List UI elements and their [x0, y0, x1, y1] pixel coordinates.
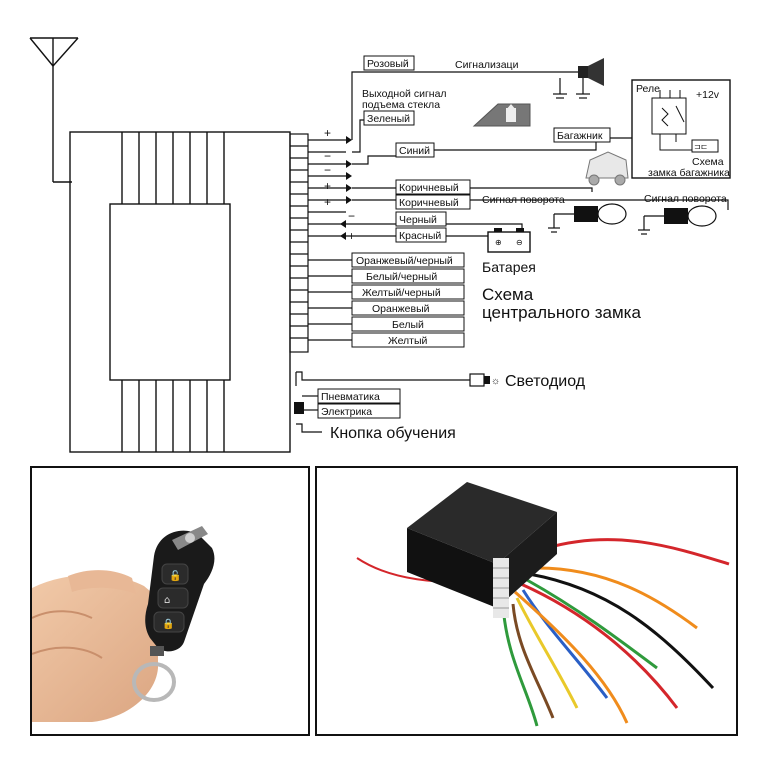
- plus12-label: +12v: [696, 89, 720, 101]
- pneumatic-jumper-icon: [294, 402, 304, 414]
- lower-wires: [295, 371, 470, 433]
- control-unit-photo-panel: [315, 466, 738, 736]
- trunk-scheme-label-2: замка багажника: [648, 167, 730, 179]
- sign-minus-3: −: [348, 209, 355, 223]
- black-wire-label: Черный: [399, 214, 437, 226]
- turn-signal-label-2: Сигнал поворота: [644, 193, 727, 205]
- trunk-label: Багажник: [557, 130, 603, 142]
- central-lock-label-2: центрального замка: [482, 303, 641, 322]
- sign-plus-2: +: [324, 179, 331, 193]
- green-label-box: [363, 110, 415, 126]
- svg-text:⌂: ⌂: [164, 595, 170, 606]
- electric-label: Электрика: [321, 406, 372, 418]
- window-signal-label-1: Выходной сигнал: [362, 88, 447, 100]
- led-icon: ☼: [469, 373, 500, 387]
- sign-minus-2: −: [324, 163, 331, 177]
- connector-pins: [289, 133, 309, 353]
- pneumatic-label: Пневматика: [321, 391, 380, 403]
- pink-label-box: [363, 55, 415, 71]
- svg-text:☼: ☼: [491, 376, 500, 387]
- turn-lamp-icon-2: [638, 205, 717, 235]
- pneumatic-label-box: [317, 388, 401, 404]
- siren-icon: [553, 58, 604, 99]
- blue-wire-label: Синий: [399, 145, 430, 157]
- brown-1-label-box: [395, 179, 471, 195]
- svg-text:⊖: ⊖: [516, 238, 523, 247]
- lock-wire-label: Желтый/черный: [362, 287, 441, 299]
- trunk-scheme-label-1: Схема: [692, 156, 724, 168]
- svg-text:🔒: 🔒: [162, 618, 174, 630]
- remote-key-photo: 🔓 ⌂ 🔒: [32, 526, 215, 722]
- remote-key-photo-panel: 🔓 ⌂ 🔒: [30, 466, 310, 736]
- sign-plus-3: +: [324, 195, 331, 209]
- lock-wire-label: Оранжевый: [372, 303, 430, 315]
- module-box-icon: [407, 482, 557, 618]
- electric-label-box: [317, 403, 401, 419]
- red-wire-label: Красный: [399, 230, 441, 242]
- svg-text:⊕: ⊕: [495, 238, 502, 247]
- red-label-box: [395, 227, 447, 243]
- window-signal-label-2: подъема стекла: [362, 99, 440, 111]
- car-key-icon: 🔓 ⌂ 🔒: [132, 526, 215, 702]
- car-icon: [585, 151, 629, 186]
- led-label: Светодиод: [505, 373, 586, 390]
- pink-wire: [351, 71, 578, 140]
- lock-wires: [308, 259, 352, 341]
- lock-wire-label: Желтый: [388, 335, 428, 347]
- trunk-wire: [352, 137, 632, 165]
- brown-2-label: Коричневый: [399, 197, 459, 209]
- relay-icon: [651, 90, 719, 153]
- trunk-lock-mini-label: ⊐⊏: [694, 142, 707, 151]
- window-icon: [472, 103, 531, 127]
- trunk-label-box: [553, 127, 611, 143]
- brown-2-label-box: [395, 194, 471, 210]
- lock-wire-label-boxes: [351, 252, 465, 348]
- brown-wires: [352, 187, 729, 210]
- turn-lamp-icon-1: [548, 203, 627, 233]
- output-wires: [308, 139, 346, 237]
- sign-minus-1: −: [324, 149, 331, 163]
- lock-wire-label: Белый: [392, 319, 424, 331]
- control-unit-box: [69, 131, 291, 453]
- blue-label-box: [395, 142, 435, 158]
- turn-signal-label-1: Сигнал поворота: [482, 194, 565, 206]
- antenna-icon: [29, 37, 79, 183]
- arrow-heads: [340, 136, 352, 240]
- green-wire-label: Зеленый: [367, 113, 410, 125]
- lock-wire-label: Оранжевый/черный: [356, 255, 453, 267]
- battery-label: Батарея: [482, 259, 536, 275]
- wire-harness-icon: [356, 538, 730, 727]
- svg-text:🔓: 🔓: [169, 569, 181, 582]
- lock-wire-label: Белый/черный: [366, 271, 437, 283]
- alarm-label: Сигнализаци: [455, 59, 519, 71]
- battery-icon: ⊕ ⊖: [487, 228, 531, 253]
- control-unit-photo: [356, 482, 730, 727]
- black-label-box: [395, 211, 447, 227]
- brown-1-label: Коричневый: [399, 182, 459, 194]
- sign-plus-1: +: [324, 126, 331, 140]
- relay-box: [631, 79, 731, 179]
- learn-button-label: Кнопка обучения: [330, 425, 456, 442]
- pink-wire-label: Розовый: [367, 58, 409, 70]
- relay-label: Реле: [636, 83, 660, 95]
- central-lock-label-1: Схема: [482, 285, 534, 304]
